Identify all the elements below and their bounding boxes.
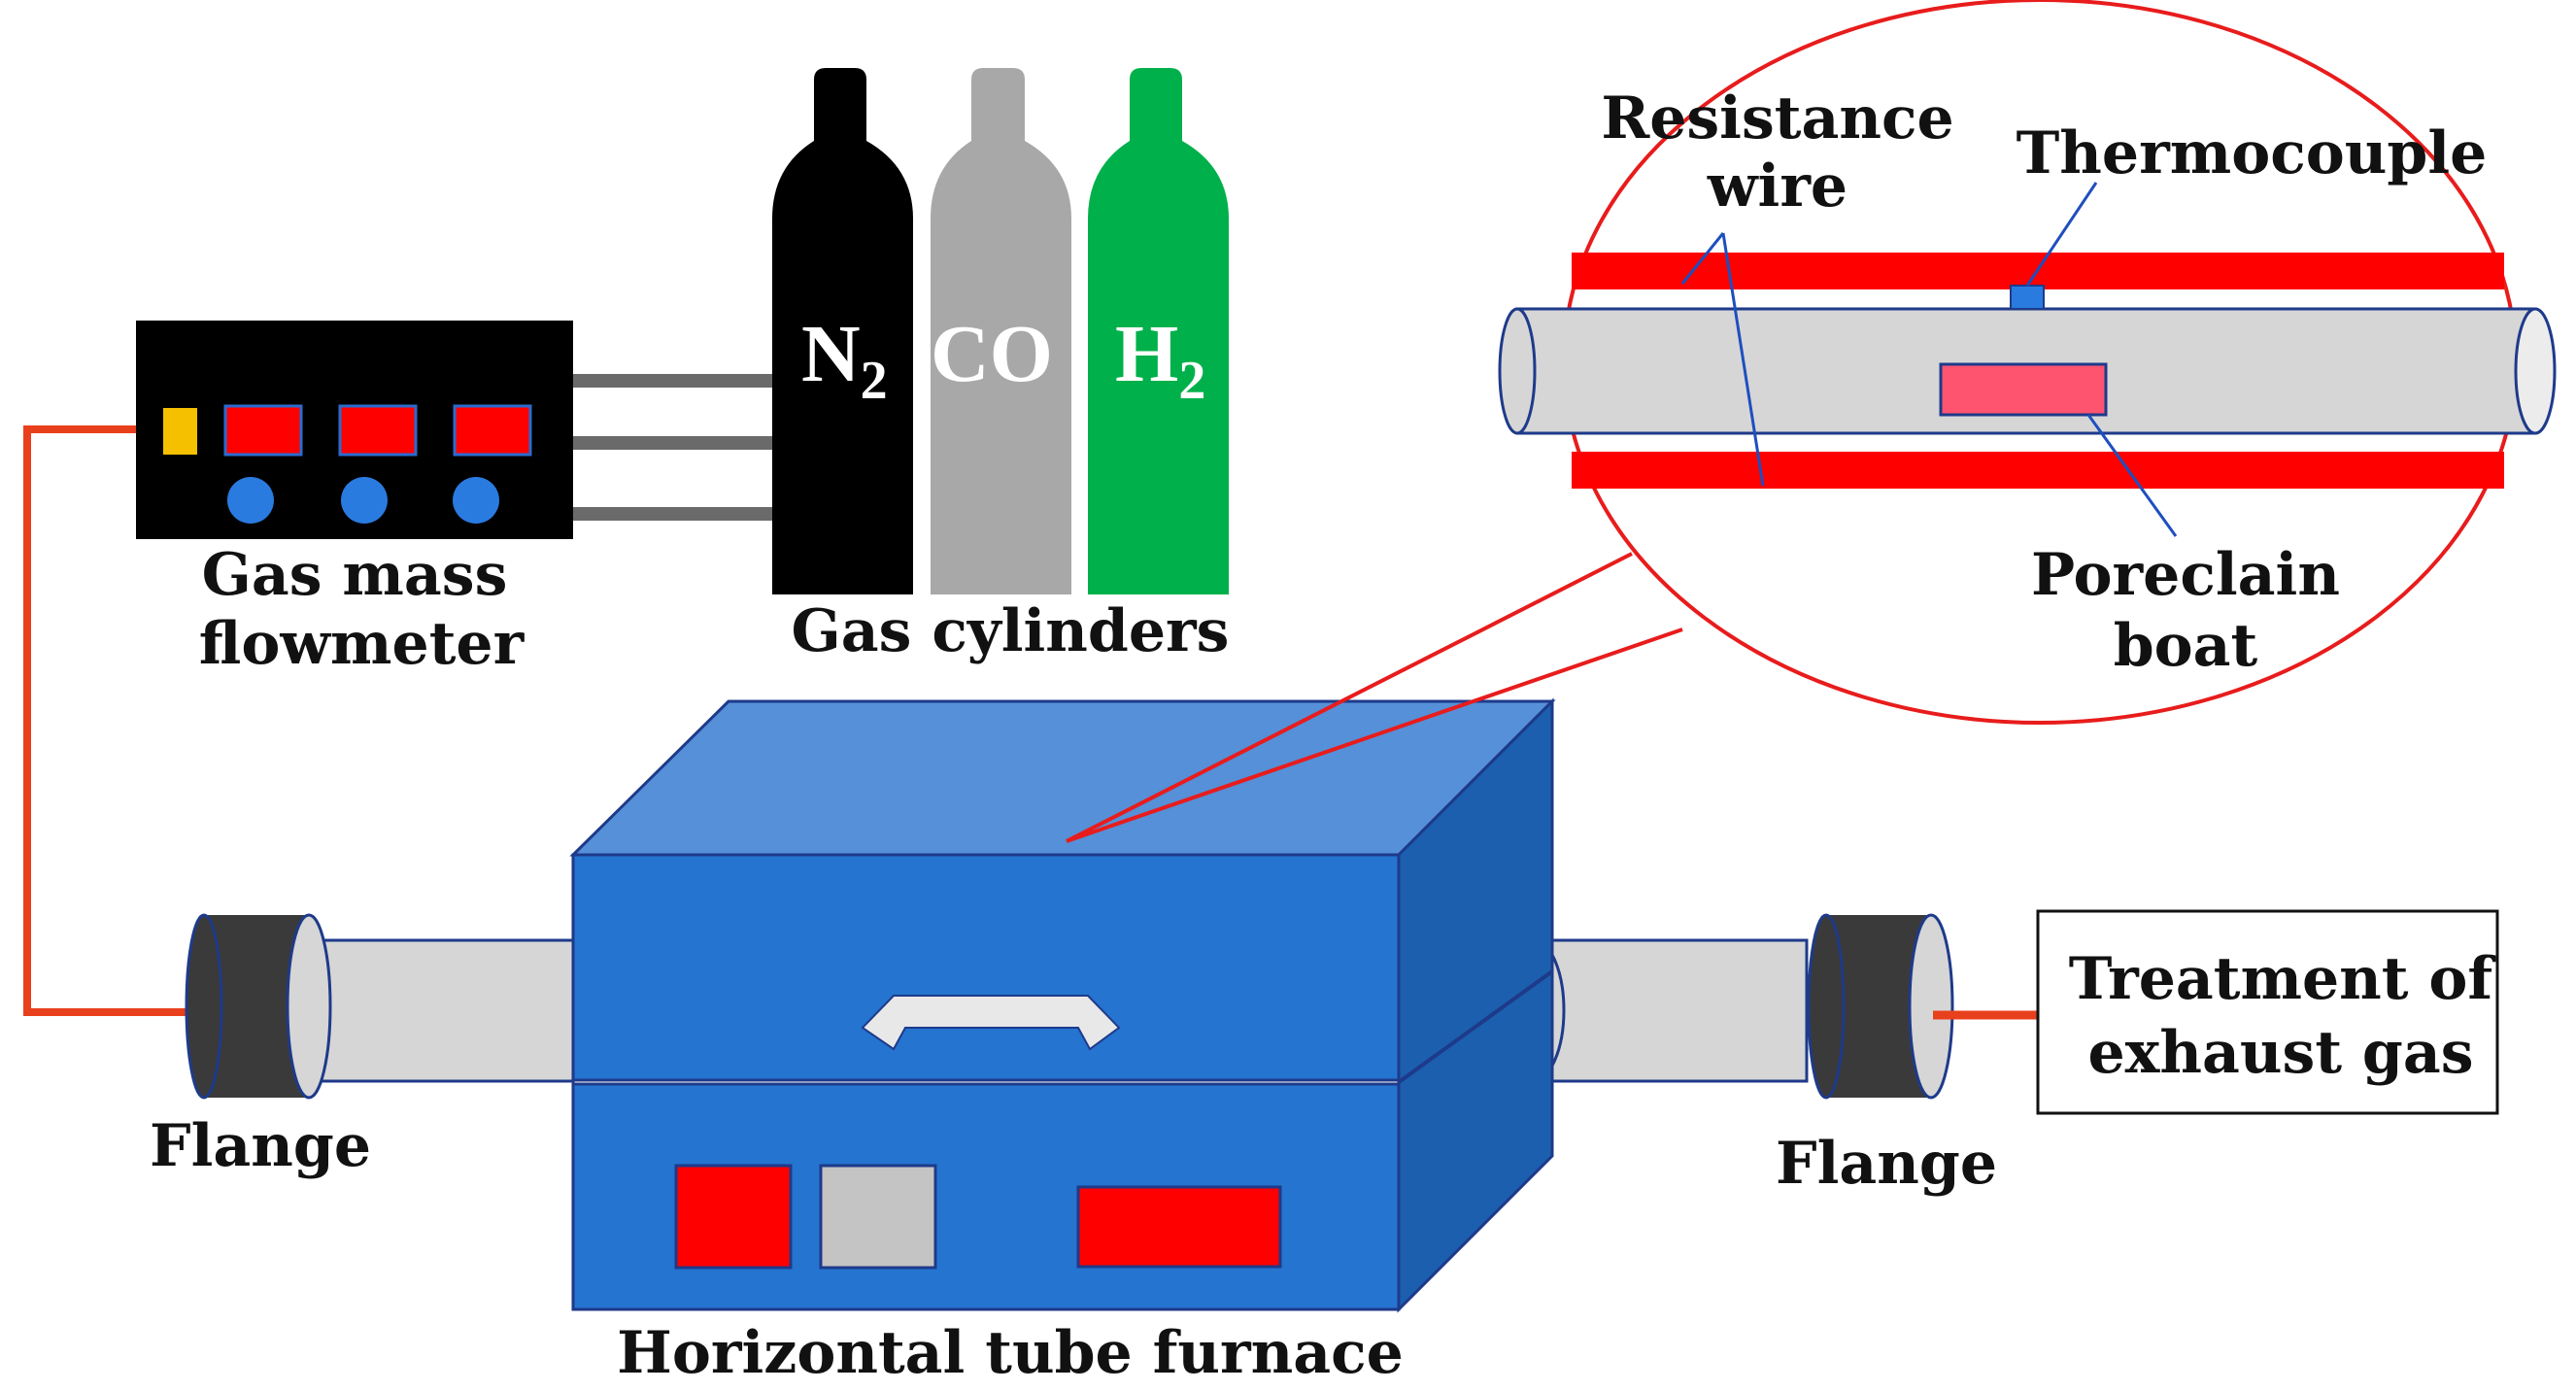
cylinder-co xyxy=(931,68,1071,594)
cylinder-h2 xyxy=(1088,68,1229,594)
resistance-wire-label-line2: wire xyxy=(1707,153,1847,221)
flow-knob-1 xyxy=(227,477,274,524)
left-flange-face xyxy=(286,913,332,1100)
gas-supply-lines xyxy=(573,374,772,521)
right-tube-assembly xyxy=(1500,913,1954,1100)
porcelain-boat-label-line1: Poreclain xyxy=(2031,541,2340,609)
furnace-label: Horizontal tube furnace xyxy=(617,1319,1404,1387)
right-flange-face xyxy=(1908,913,1954,1100)
co-formula: CO xyxy=(931,309,1053,399)
porcelain-boat-label-line2: boat xyxy=(2114,612,2258,680)
indicator-light xyxy=(163,408,197,455)
resistance-wire-bottom xyxy=(1572,452,2504,489)
furnace-handle-icon xyxy=(861,995,1121,1051)
h2-subscript: 2 xyxy=(1178,351,1205,411)
thermocouple-sensor xyxy=(2010,285,2045,310)
gas-cylinders: N2 CO H2 xyxy=(772,68,1229,594)
furnace-display-gray xyxy=(819,1164,937,1270)
n2-subscript: 2 xyxy=(861,351,888,411)
left-flange-label: Flange xyxy=(150,1112,371,1180)
n2-formula: N2 xyxy=(801,309,888,411)
furnace-front-upper xyxy=(571,853,1401,1082)
right-flange-label: Flange xyxy=(1776,1130,1997,1198)
h2-formula: H2 xyxy=(1115,309,1205,411)
labels: Gas mass flowmeter Gas cylinders Resista… xyxy=(150,85,2496,1387)
gas-inlet-line xyxy=(23,425,189,1016)
exhaust-treatment-box xyxy=(2036,909,2499,1115)
flowmeter-label-line1: Gas mass xyxy=(202,541,508,609)
exhaust-label-line1: Treatment of xyxy=(2069,945,2497,1013)
furnace-display-red xyxy=(674,1164,793,1270)
furnace-display-wide xyxy=(1076,1185,1282,1269)
horizontal-tube-furnace xyxy=(569,697,1556,1313)
left-tube xyxy=(307,938,575,1083)
flow-display-3 xyxy=(453,404,532,457)
co-main: CO xyxy=(931,309,1053,399)
right-tube xyxy=(1531,938,1809,1083)
flow-display-1 xyxy=(223,404,303,457)
flow-display-2 xyxy=(338,404,418,457)
resistance-wire-label-line1: Resistance xyxy=(1601,85,1953,153)
flow-knob-2 xyxy=(341,477,388,524)
gas-mass-flowmeter xyxy=(136,321,573,539)
furnace-interior-callout xyxy=(1066,0,2557,843)
flowmeter-label-line2: flowmeter xyxy=(199,610,525,678)
porcelain-boat xyxy=(1939,362,2108,417)
left-tube-assembly xyxy=(185,913,575,1100)
n2-main: N xyxy=(801,309,861,399)
exhaust-label-line2: exhaust gas xyxy=(2087,1019,2473,1087)
cylinders-label: Gas cylinders xyxy=(792,597,1230,665)
flow-knob-3 xyxy=(453,477,499,524)
thermocouple-label: Thermocouple xyxy=(2017,119,2488,187)
h2-main: H xyxy=(1115,309,1178,399)
cylinder-n2 xyxy=(772,68,913,594)
